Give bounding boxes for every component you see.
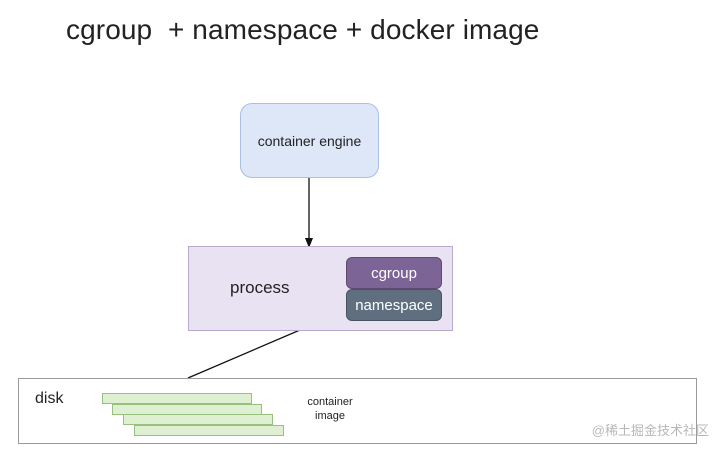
container-image-line2: image <box>315 410 345 422</box>
image-layer <box>134 425 284 436</box>
disk-box <box>18 378 697 444</box>
container-image-line1: container <box>307 396 353 408</box>
watermark: @稀土掘金技术社区 <box>591 423 709 438</box>
disk-label: disk <box>35 390 64 407</box>
image-layer <box>102 393 252 404</box>
container-image-label: container image <box>300 395 360 423</box>
container-engine-box: container engine <box>240 103 379 178</box>
image-layer <box>123 414 273 425</box>
process-label: process <box>230 278 290 297</box>
namespace-box: namespace <box>346 289 442 321</box>
diagram-title: cgroup + namespace + docker image <box>66 14 540 45</box>
namespace-label: namespace <box>355 296 433 314</box>
cgroup-label: cgroup <box>371 264 417 282</box>
cgroup-box: cgroup <box>346 257 442 289</box>
disk-to-process-arrow <box>187 323 315 379</box>
container-engine-label: container engine <box>257 132 362 149</box>
